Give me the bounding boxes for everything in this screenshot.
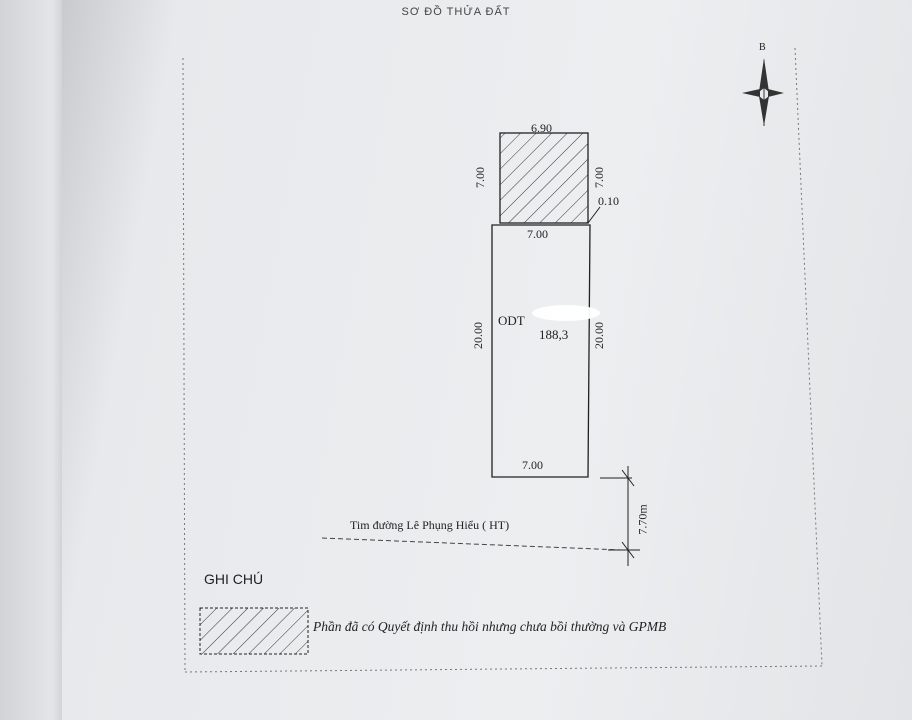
lower-left-label: 20.00 (471, 322, 485, 349)
compass-icon (742, 58, 784, 126)
parcel-area: 188,3 (539, 327, 569, 342)
hatched-area (499, 132, 589, 224)
frame-right (794, 47, 823, 667)
document-sheet (62, 0, 912, 720)
offset-label: 0.10 (598, 194, 619, 208)
upper-right-label: 7.00 (592, 167, 606, 188)
lower-right-label: 20.00 (592, 322, 606, 349)
road-distance-label: 7.70m (635, 504, 650, 535)
page-title: SƠ ĐỒ THỬA ĐẤT (401, 6, 511, 18)
parcel-lower (491, 224, 591, 478)
road-centerline (321, 537, 623, 551)
top-width-label: 6.90 (531, 121, 552, 135)
legend-swatch (199, 607, 309, 655)
blur-mark (532, 305, 600, 321)
land-code: ODT (498, 313, 525, 328)
notes-heading: GHI CHÚ (204, 571, 264, 587)
road-label: Tim đường Lê Phụng Hiểu ( HT) (350, 518, 510, 532)
frame-left (182, 57, 186, 673)
hatch-legend-text: Phần đã có Quyết định thu hồi nhưng chưa… (313, 619, 667, 634)
frame-bottom (184, 665, 823, 673)
offset-tick (587, 206, 601, 224)
upper-left-label: 7.00 (473, 167, 487, 188)
north-label: B (759, 42, 766, 53)
bottom-width-label: 7.00 (522, 458, 543, 472)
divider-width-label: 7.00 (527, 227, 548, 241)
